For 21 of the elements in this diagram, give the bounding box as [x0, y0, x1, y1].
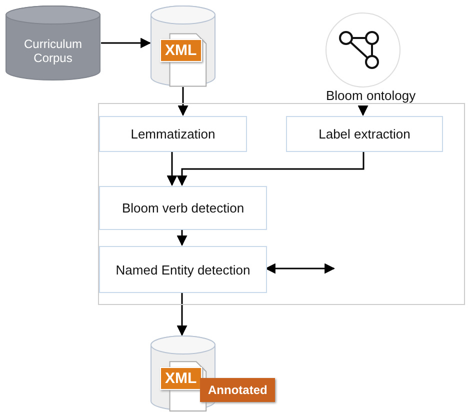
- status-tag: Annotated: [200, 378, 276, 402]
- process-box: [99, 186, 267, 230]
- cylinder-label: Curriculum Corpus: [22, 37, 83, 65]
- process-box: [99, 246, 267, 293]
- arrow: [178, 87, 188, 116]
- arrow: [101, 38, 152, 48]
- step-label: Bloom verb detection: [120, 200, 246, 216]
- arrow: [166, 151, 178, 186]
- step-label: Label extraction: [318, 126, 412, 142]
- step-label: Lemmatization: [130, 126, 216, 142]
- process-box: [286, 116, 443, 152]
- arrow: [358, 106, 368, 116]
- file-type-tag: XML: [160, 366, 202, 390]
- step-label: Named Entity detection: [114, 262, 252, 277]
- arrow: [176, 229, 188, 246]
- file-type-tag: XML: [160, 39, 202, 62]
- ontology-label: Bloom ontology: [326, 88, 416, 103]
- container-box: [98, 103, 465, 305]
- process-box: [99, 116, 247, 152]
- arrow: [176, 292, 188, 336]
- arrow: [176, 151, 364, 186]
